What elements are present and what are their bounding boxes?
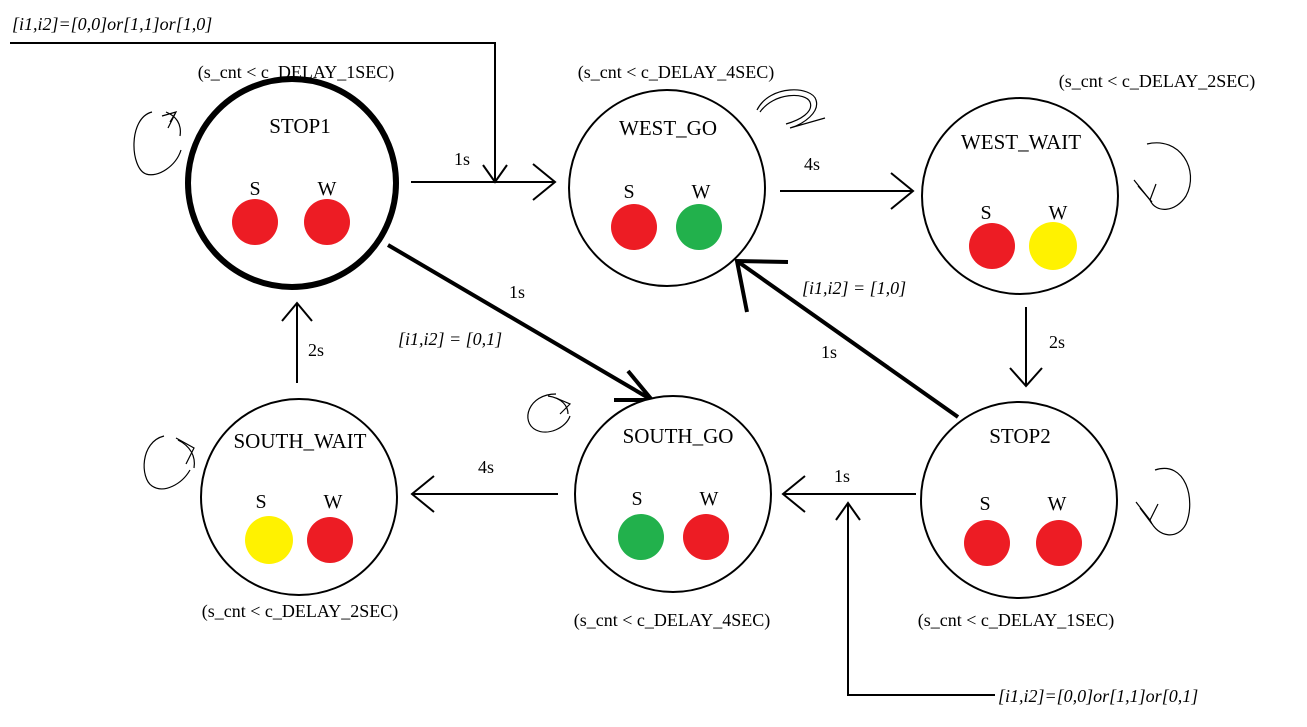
south-light-label: S xyxy=(631,488,642,510)
self-loop-west-wait xyxy=(1133,142,1191,210)
guard-stop2-to-west-go: [i1,i2] = [1,0] xyxy=(802,278,906,298)
west-light-label: W xyxy=(324,491,343,513)
state-west-wait: WEST_WAIT S W xyxy=(921,97,1119,295)
state-name: SOUTH_WAIT xyxy=(234,429,367,453)
state-west-go: WEST_GO S W xyxy=(568,89,766,287)
arrow-stop2-to-south-go xyxy=(781,475,916,513)
west-light-red xyxy=(304,199,350,245)
west-light-label: W xyxy=(1049,202,1068,224)
condition-west-wait: (s_cnt < c_DELAY_2SEC) xyxy=(1059,71,1255,92)
state-stop2: STOP2 S W xyxy=(920,401,1118,599)
top-input-guard: [i1,i2]=[0,0]or[1,1]or[1,0] xyxy=(12,14,212,34)
state-circle xyxy=(921,97,1119,295)
west-light-green xyxy=(676,204,722,250)
south-light-red xyxy=(611,204,657,250)
arrow-south-wait-to-stop1 xyxy=(281,301,313,383)
west-light-red xyxy=(307,517,353,563)
label-west-wait-to-stop2: 2s xyxy=(1049,332,1065,352)
condition-stop2: (s_cnt < c_DELAY_1SEC) xyxy=(918,610,1114,631)
arrow-stop2-to-west-go xyxy=(734,258,960,419)
state-name: SOUTH_GO xyxy=(623,424,734,448)
west-light-label: W xyxy=(692,181,711,203)
self-loop-south-wait xyxy=(143,435,195,490)
west-light-label: W xyxy=(700,488,719,510)
state-south-go: SOUTH_GO S W xyxy=(574,395,772,593)
south-light-label: S xyxy=(249,178,260,200)
condition-south-go: (s_cnt < c_DELAY_4SEC) xyxy=(574,610,770,631)
self-loop-stop1 xyxy=(133,111,182,176)
south-light-red xyxy=(232,199,278,245)
south-light-red xyxy=(964,520,1010,566)
south-light-label: S xyxy=(255,491,266,513)
guard-stop1-to-south-go: [i1,i2] = [0,1] xyxy=(398,329,502,349)
self-loop-west-go xyxy=(756,89,826,129)
self-loop-south-go xyxy=(527,393,572,433)
condition-south-wait: (s_cnt < c_DELAY_2SEC) xyxy=(202,601,398,622)
state-south-wait: SOUTH_WAIT S W xyxy=(200,398,398,596)
label-south-wait-to-stop1: 2s xyxy=(308,340,324,360)
label-stop1-to-west-go: 1s xyxy=(454,149,470,169)
arrow-south-go-to-south-wait xyxy=(410,475,558,513)
south-light-label: S xyxy=(979,493,990,515)
arrow-west-go-to-west-wait xyxy=(780,172,915,210)
state-stop1: STOP1 S W xyxy=(185,76,399,290)
south-light-green xyxy=(618,514,664,560)
condition-west-go: (s_cnt < c_DELAY_4SEC) xyxy=(578,62,774,83)
arrow-stop1-to-west-go xyxy=(411,163,557,201)
label-stop2-to-west-go: 1s xyxy=(821,342,837,362)
state-name: WEST_GO xyxy=(619,116,717,140)
south-light-label: S xyxy=(623,181,634,203)
label-stop2-to-south-go: 1s xyxy=(834,466,850,486)
west-light-label: W xyxy=(318,178,337,200)
west-light-red xyxy=(683,514,729,560)
south-light-label: S xyxy=(980,202,991,224)
state-name: WEST_WAIT xyxy=(961,130,1081,154)
label-south-go-to-south-wait: 4s xyxy=(478,457,494,477)
bottom-input-arrow xyxy=(835,501,995,696)
south-light-red xyxy=(969,223,1015,269)
self-loop-stop2 xyxy=(1135,467,1191,536)
west-light-label: W xyxy=(1048,493,1067,515)
condition-stop1: (s_cnt < c_DELAY_1SEC) xyxy=(198,62,394,83)
state-name: STOP1 xyxy=(269,114,330,138)
state-name: STOP2 xyxy=(989,424,1050,448)
bottom-input-guard: [i1,i2]=[0,0]or[1,1]or[0,1] xyxy=(998,686,1198,706)
arrow-west-wait-to-stop2 xyxy=(1009,307,1043,388)
south-light-yellow xyxy=(245,516,293,564)
west-light-red xyxy=(1036,520,1082,566)
west-light-yellow xyxy=(1029,222,1077,270)
label-stop1-to-south-go: 1s xyxy=(509,282,525,302)
label-west-go-to-west-wait: 4s xyxy=(804,154,820,174)
state-circle xyxy=(185,76,399,290)
